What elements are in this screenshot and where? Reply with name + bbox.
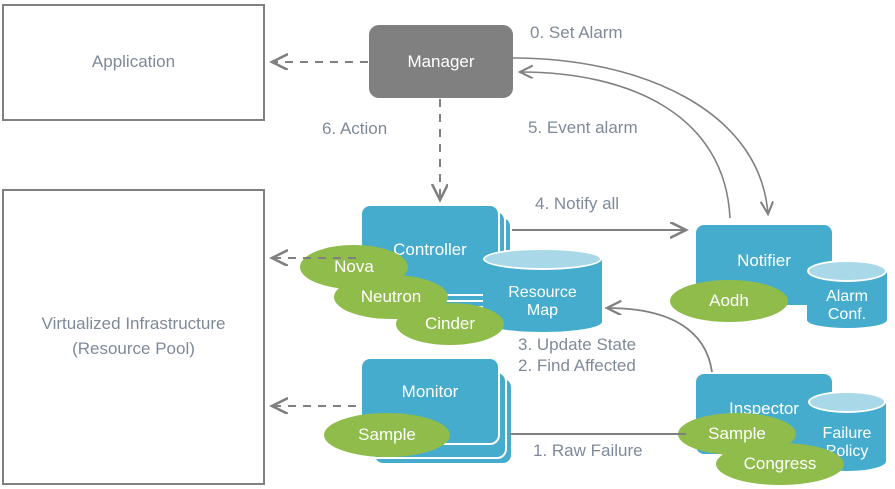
edge-label-step-1: 1. Raw Failure <box>533 441 643 460</box>
resource-map-label: Resource Map <box>508 283 577 319</box>
manager-label: Manager <box>407 51 475 71</box>
edge-label-step-3-2: 3. Update State 2. Find Affected <box>518 335 637 376</box>
cylinder-top <box>808 391 886 413</box>
pill-aodh[interactable]: Aodh <box>670 280 788 322</box>
alarm-conf-cylinder[interactable]: Alarm Conf. <box>807 260 887 328</box>
pill-congress[interactable]: Congress <box>716 443 844 485</box>
edge-label-step-0: 0. Set Alarm <box>530 23 623 42</box>
pill-cinder[interactable]: Cinder <box>396 303 504 345</box>
controller-label: Controller <box>393 240 467 259</box>
edge-label-step-6: 6. Action <box>322 119 388 138</box>
monitor-label: Monitor <box>401 382 459 401</box>
infrastructure-label: Virtualized Infrastructure (Resource Poo… <box>41 314 226 358</box>
edge-label-step-5: 5. Event alarm <box>528 118 638 137</box>
application-box[interactable]: Application <box>2 4 265 121</box>
manager-box[interactable]: Manager <box>369 25 513 98</box>
cylinder-top <box>807 260 887 282</box>
alarm-conf-label: Alarm Conf. <box>826 287 868 323</box>
edge-label-step-4: 4. Notify all <box>535 194 620 213</box>
infrastructure-box[interactable]: Virtualized Infrastructure (Resource Poo… <box>2 189 265 485</box>
cylinder-top <box>483 248 602 270</box>
notifier-label: Notifier <box>737 251 791 270</box>
pill-sample-monitor[interactable]: Sample <box>324 413 450 457</box>
application-label: Application <box>91 52 176 72</box>
